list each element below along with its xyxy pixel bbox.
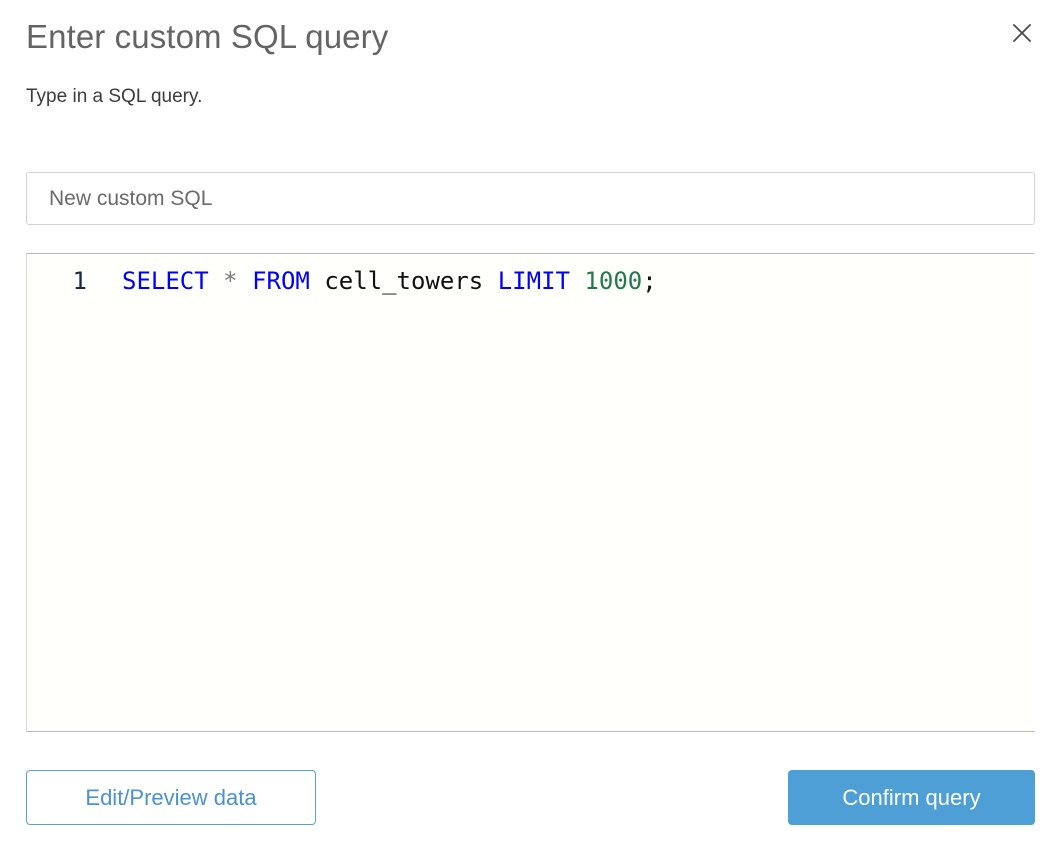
close-icon [1011,22,1033,44]
token-from: FROM [252,267,310,295]
line-number: 1 [72,267,87,295]
sql-editor[interactable]: 1 SELECT * FROM cell_towers LIMIT 1000; [26,253,1035,732]
token-select: SELECT [122,267,209,295]
code-line: 1 SELECT * FROM cell_towers LIMIT 1000; [27,254,1034,302]
token-space-4 [483,267,497,295]
token-space-3 [310,267,324,295]
close-button[interactable] [1005,16,1039,50]
query-name-input[interactable] [26,172,1035,225]
token-limit-count: 1000 [584,267,643,295]
token-space-5 [570,267,584,295]
token-table-name: cell_towers [324,267,484,295]
token-semicolon: ; [642,267,657,295]
page-title: Enter custom SQL query [26,18,389,55]
token-space-2 [238,267,252,295]
code-content: SELECT * FROM cell_towers LIMIT 1000; [87,264,657,298]
token-space-1 [209,267,223,295]
token-limit: LIMIT [497,267,570,295]
edit-preview-data-button[interactable]: Edit/Preview data [26,770,316,825]
token-star: * [223,267,238,295]
confirm-query-button[interactable]: Confirm query [788,770,1035,825]
dialog-subtitle: Type in a SQL query. [26,86,203,107]
